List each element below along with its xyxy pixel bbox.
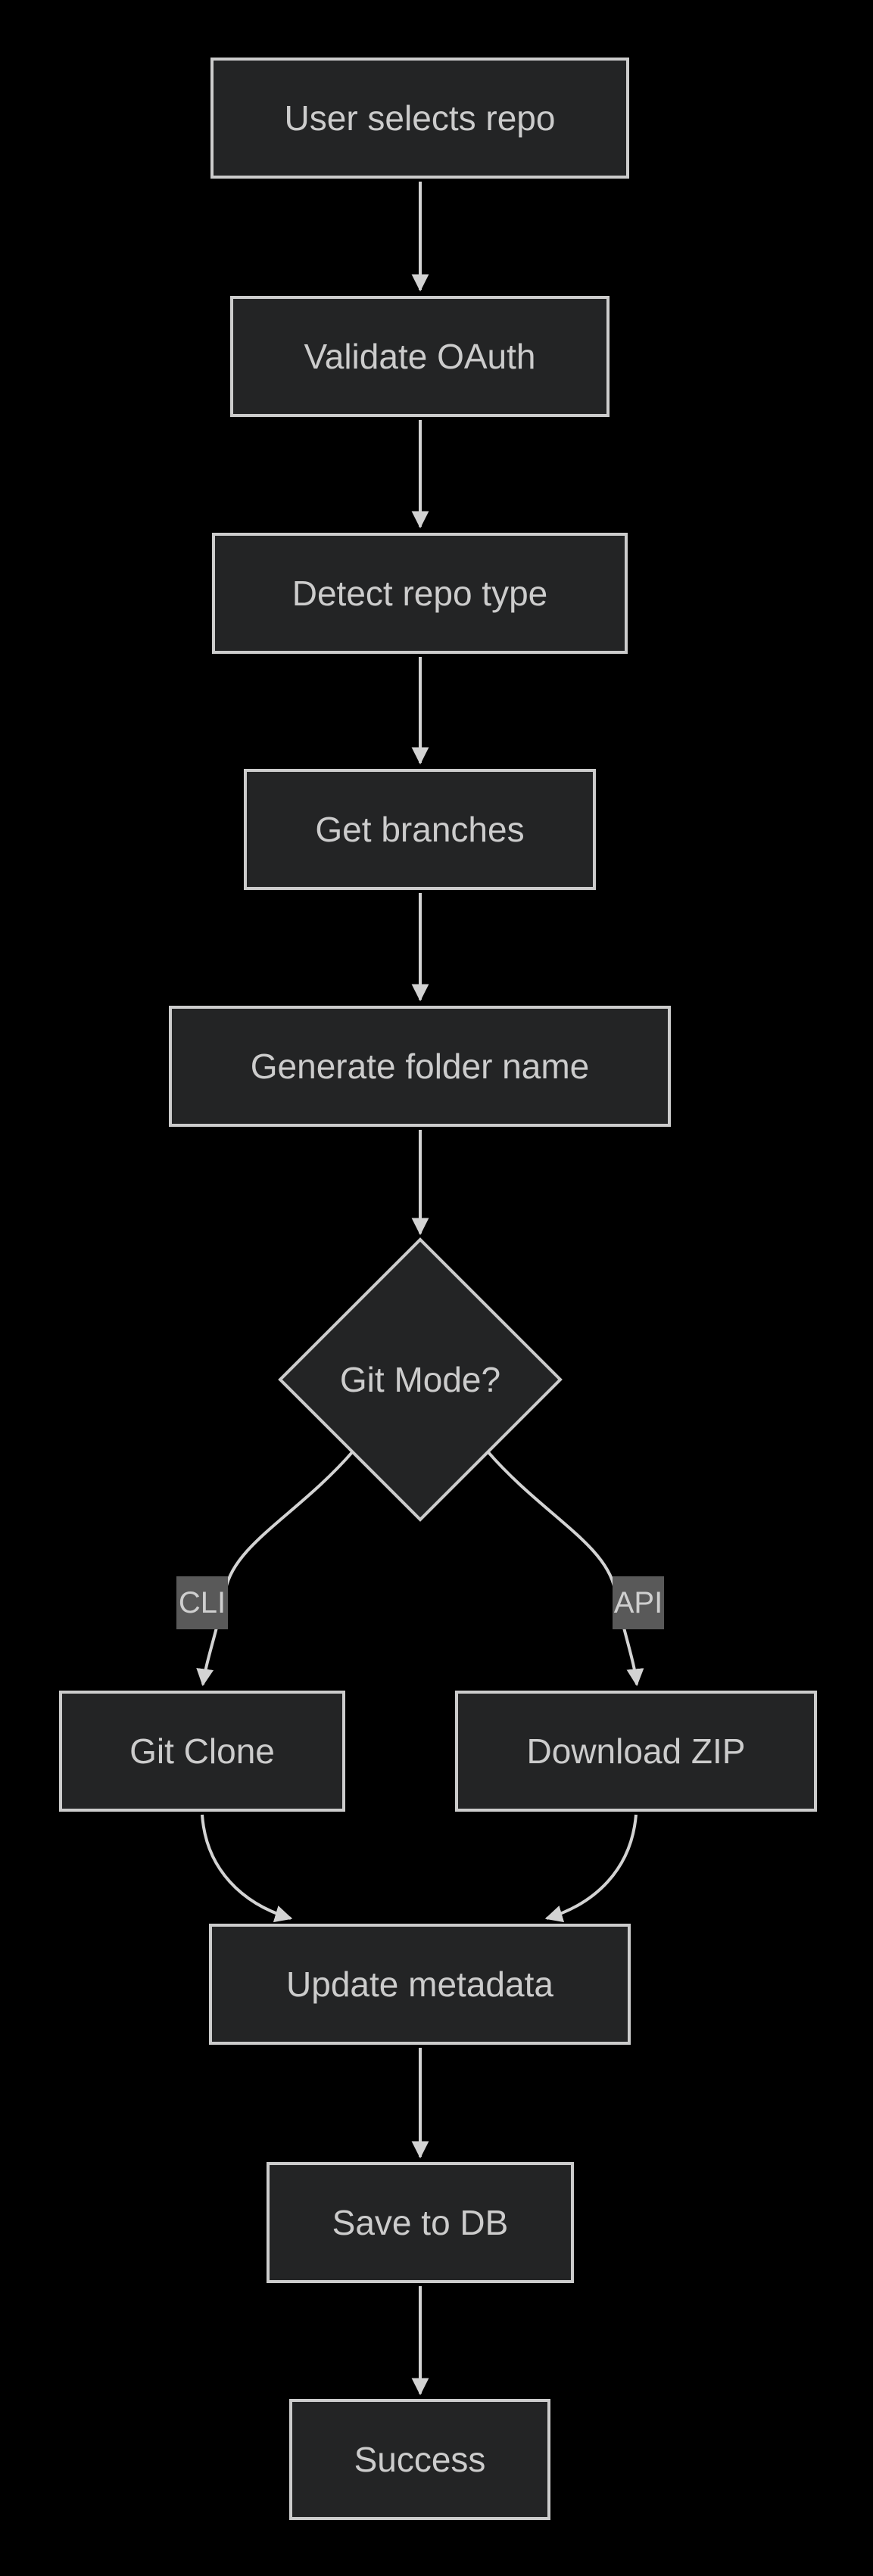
node-save-to-db: Save to DB bbox=[267, 2162, 574, 2283]
edge-git-clone-to-update-metadata bbox=[201, 1814, 293, 1923]
node-generate-folder-name: Generate folder name bbox=[169, 1006, 671, 1127]
node-detect-repo-type-label: Detect repo type bbox=[292, 574, 548, 613]
node-download-zip: Download ZIP bbox=[455, 1691, 817, 1812]
node-update-metadata: Update metadata bbox=[209, 1924, 631, 2045]
node-download-zip-label: Download ZIP bbox=[526, 1731, 746, 1771]
node-save-to-db-label: Save to DB bbox=[332, 2203, 509, 2242]
node-generate-folder-name-label: Generate folder name bbox=[250, 1047, 590, 1086]
node-get-branches-label: Get branches bbox=[315, 810, 525, 849]
node-get-branches: Get branches bbox=[244, 769, 596, 890]
edge-git-mode-to-git-clone bbox=[196, 1450, 354, 1687]
edge-git-mode-to-download-zip bbox=[486, 1450, 644, 1687]
node-git-mode-label: Git Mode? bbox=[339, 1360, 501, 1399]
node-user-selects-repo-label: User selects repo bbox=[284, 98, 556, 138]
node-update-metadata-label: Update metadata bbox=[286, 1965, 553, 2004]
node-git-mode-shape bbox=[278, 1237, 563, 1522]
edge-label-cli-text: CLI bbox=[178, 1585, 226, 1619]
node-git-clone: Git Clone bbox=[59, 1691, 345, 1812]
node-user-selects-repo: User selects repo bbox=[210, 58, 629, 179]
edge-download-zip-to-update-metadata bbox=[544, 1814, 638, 1923]
node-success-label: Success bbox=[354, 2440, 486, 2479]
edge-label-api: API bbox=[613, 1576, 664, 1629]
node-validate-oauth-label: Validate OAuth bbox=[304, 337, 536, 376]
node-validate-oauth: Validate OAuth bbox=[230, 296, 610, 417]
node-detect-repo-type: Detect repo type bbox=[212, 533, 628, 654]
edge-label-cli: CLI bbox=[176, 1576, 228, 1629]
node-success: Success bbox=[289, 2399, 550, 2520]
edge-label-api-text: API bbox=[613, 1585, 663, 1619]
node-git-clone-label: Git Clone bbox=[129, 1731, 275, 1771]
node-git-mode-label-box: Git Mode? bbox=[307, 1355, 534, 1405]
